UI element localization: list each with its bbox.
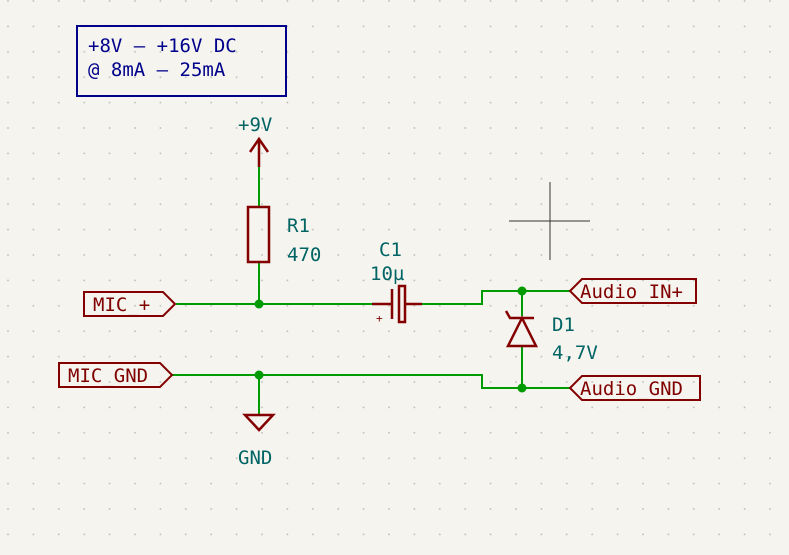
note-line-1: +8V — +16V DC [88,35,237,57]
resistor-r1[interactable]: R1 470 [246,205,321,266]
gnd-label: GND [238,447,272,469]
capacitor-c1[interactable]: + C1 10µ [370,239,422,325]
vcc-label: +9V [238,114,272,136]
resistor-body [246,205,271,264]
crosshair-cursor-icon [509,182,590,260]
c1-polarity-mark: + [376,312,383,325]
c1-ref: C1 [379,239,402,261]
zener-bar [504,310,534,320]
junction-audio-in [517,286,527,296]
label-mic-plus-shape [83,291,177,317]
r1-value: 470 [287,244,321,266]
note-line-2: @ 8mA — 25mA [88,59,226,81]
label-audio-gnd-shape [568,375,701,401]
gnd-icon [242,413,276,432]
d1-value: 4,7V [552,342,598,364]
label-mic-gnd-shape [58,362,174,388]
r1-ref: R1 [287,215,310,237]
label-mic-gnd-text: MIC_GND [68,365,148,387]
zener-diode-d1[interactable]: D1 4,7V [504,310,598,364]
note-border [76,25,287,97]
junctions [254,286,527,393]
label-audio-gnd[interactable]: Audio_GND [568,375,701,401]
label-mic-plus[interactable]: MIC_+ [83,291,177,317]
label-audio-in[interactable]: Audio_IN+ [568,278,697,304]
diode-triangle [505,315,539,348]
vcc-power-symbol[interactable]: +9V [238,114,272,167]
label-audio-gnd-text: Audio_GND [580,378,683,400]
gnd-power-symbol[interactable]: GND [238,413,276,469]
label-mic-gnd[interactable]: MIC_GND [58,362,174,388]
supply-note[interactable]: +8V — +16V DC @ 8mA — 25mA [76,25,287,97]
d1-ref: D1 [552,314,575,336]
label-audio-in-shape [568,278,697,304]
label-mic-plus-text: MIC_+ [93,294,150,316]
junction-r1-mic [254,299,264,309]
junction-gnd [254,370,264,380]
junction-audio-gnd [517,383,527,393]
c1-value: 10µ [370,263,404,285]
label-audio-in-text: Audio_IN+ [580,281,683,303]
